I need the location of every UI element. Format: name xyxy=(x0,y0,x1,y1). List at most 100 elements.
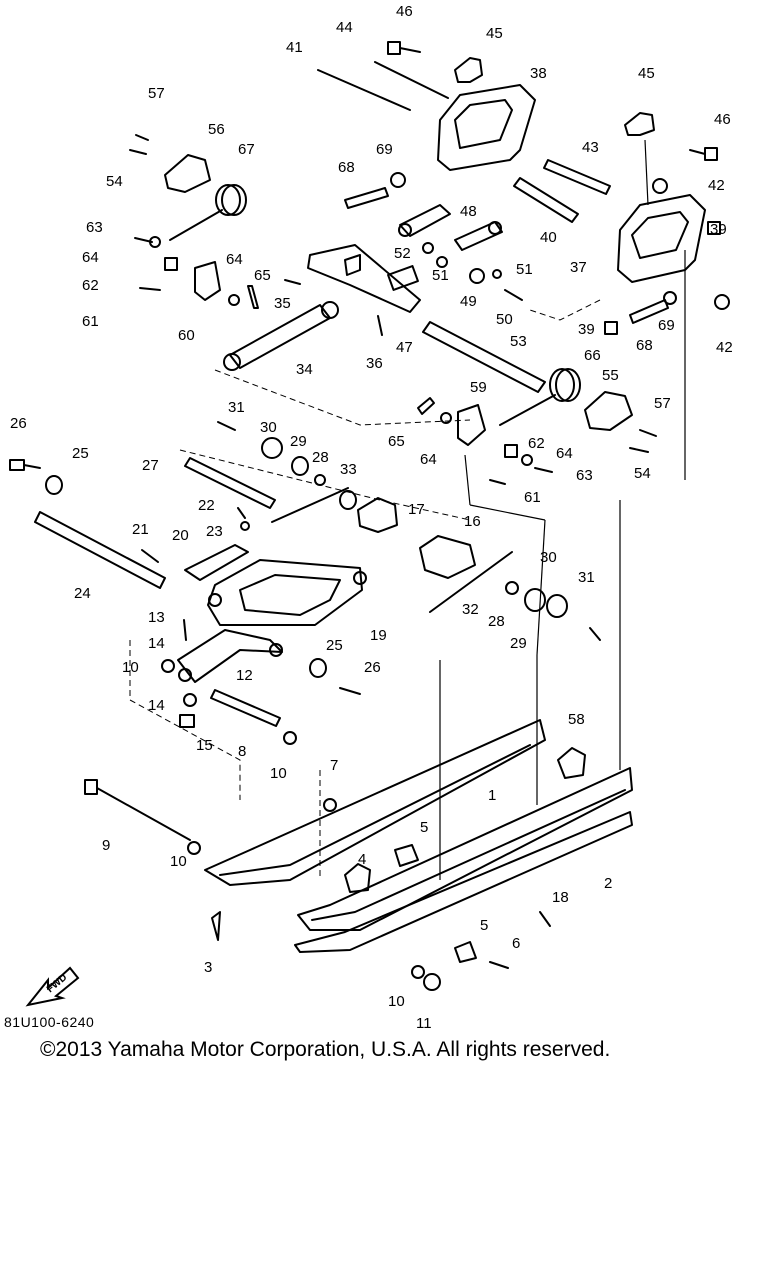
callout-36: 36 xyxy=(366,355,383,372)
spring-retainer-33 xyxy=(339,490,357,510)
callout-17: 17 xyxy=(408,501,425,518)
callout-26a: 26 xyxy=(10,415,27,432)
callout-55: 55 xyxy=(602,367,619,384)
callout-38: 38 xyxy=(530,65,547,82)
pin-65-top xyxy=(247,285,259,309)
callout-46a: 46 xyxy=(396,3,413,20)
bolt-46-right xyxy=(689,147,718,161)
callout-14a: 14 xyxy=(148,635,165,652)
callout-8: 8 xyxy=(238,743,246,760)
callout-6: 6 xyxy=(512,935,520,952)
callout-28b: 28 xyxy=(488,613,505,630)
shaft-43 xyxy=(543,159,611,195)
callout-13: 13 xyxy=(148,609,165,626)
callout-44: 44 xyxy=(336,19,353,36)
callout-31b: 31 xyxy=(578,569,595,586)
torsion-spring-67 xyxy=(169,184,247,241)
callout-19: 19 xyxy=(370,627,387,644)
link-12 xyxy=(177,629,283,683)
slide-rail-left xyxy=(204,719,546,886)
callout-52: 52 xyxy=(394,245,411,262)
part-callouts: 1 2 3 4 5 5 6 7 8 9 10 10 10 10 11 12 13… xyxy=(10,3,733,1032)
callout-64d: 64 xyxy=(556,445,573,462)
rod-top xyxy=(271,487,349,523)
callout-57b: 57 xyxy=(654,395,671,412)
bushing-45-left xyxy=(454,57,483,83)
bracket-60 xyxy=(194,261,221,301)
copyright-notice: ©2013 Yamaha Motor Corporation, U.S.A. A… xyxy=(40,1038,611,1061)
callout-64b: 64 xyxy=(226,251,243,268)
bracket-17 xyxy=(357,497,398,533)
callout-10d: 10 xyxy=(388,993,405,1010)
shaft-27 xyxy=(184,457,276,509)
parts-exploded-diagram: 1 2 3 4 5 5 6 7 8 9 10 10 10 10 11 12 13… xyxy=(9,3,733,1032)
callout-61a: 61 xyxy=(82,313,99,330)
callout-48: 48 xyxy=(460,203,477,220)
callout-47: 47 xyxy=(396,339,413,356)
callout-14b: 14 xyxy=(148,697,165,714)
callout-64a: 64 xyxy=(82,249,99,266)
slider-block-4 xyxy=(344,863,371,893)
callout-41: 41 xyxy=(286,39,303,56)
callout-2: 2 xyxy=(604,875,612,892)
callout-5b: 5 xyxy=(480,917,488,934)
callout-28a: 28 xyxy=(312,449,329,466)
bracket-55 xyxy=(584,391,633,431)
callout-60: 60 xyxy=(178,327,195,344)
callout-4: 4 xyxy=(358,851,366,868)
callout-63b: 63 xyxy=(576,467,593,484)
callout-45a: 45 xyxy=(486,25,503,42)
bolt-46-left xyxy=(387,41,421,55)
callout-63a: 63 xyxy=(86,219,103,236)
callout-49: 49 xyxy=(460,293,477,310)
callout-10a: 10 xyxy=(122,659,139,676)
callout-65b: 65 xyxy=(388,433,405,450)
callout-56: 56 xyxy=(208,121,225,138)
callout-16: 16 xyxy=(464,513,481,530)
callout-21: 21 xyxy=(132,521,149,538)
callout-62a: 62 xyxy=(82,277,99,294)
callout-29b: 29 xyxy=(510,635,527,652)
callout-25b: 25 xyxy=(326,637,343,654)
callout-5a: 5 xyxy=(420,819,428,836)
axle-8 xyxy=(210,689,281,727)
callout-61b: 61 xyxy=(524,489,541,506)
callout-15: 15 xyxy=(196,737,213,754)
slider-block-58 xyxy=(557,747,586,779)
callout-31a: 31 xyxy=(228,399,245,416)
callout-34: 34 xyxy=(296,361,313,378)
shaft-24 xyxy=(34,511,166,589)
bracket-16 xyxy=(419,535,476,579)
callout-33: 33 xyxy=(340,461,357,478)
pin-65-bottom xyxy=(417,397,435,415)
callout-22: 22 xyxy=(198,497,215,514)
callout-42a: 42 xyxy=(708,177,725,194)
callout-30b: 30 xyxy=(540,549,557,566)
callout-39b: 39 xyxy=(578,321,595,338)
callout-10c: 10 xyxy=(170,853,187,870)
callout-66: 66 xyxy=(584,347,601,364)
torsion-spring-66 xyxy=(499,368,581,426)
callout-64c: 64 xyxy=(420,451,437,468)
callout-24: 24 xyxy=(74,585,91,602)
callout-37: 37 xyxy=(570,259,587,276)
callout-39a: 39 xyxy=(710,221,727,238)
callout-12: 12 xyxy=(236,667,253,684)
slide-rail-right xyxy=(294,767,633,953)
callout-57a: 57 xyxy=(148,85,165,102)
callout-45b: 45 xyxy=(638,65,655,82)
callout-65a: 65 xyxy=(254,267,271,284)
callout-25a: 25 xyxy=(72,445,89,462)
callout-68b: 68 xyxy=(636,337,653,354)
front-suspension-arm-19 xyxy=(207,559,367,626)
callout-7: 7 xyxy=(330,757,338,774)
rod-32 xyxy=(429,551,513,613)
long-bolt-41 xyxy=(317,69,411,111)
callout-3: 3 xyxy=(204,959,212,976)
callout-35: 35 xyxy=(274,295,291,312)
callout-30a: 30 xyxy=(260,419,277,436)
callout-58: 58 xyxy=(568,711,585,728)
bushing-45-right xyxy=(624,112,655,136)
callout-67: 67 xyxy=(238,141,255,158)
callout-43: 43 xyxy=(582,139,599,156)
